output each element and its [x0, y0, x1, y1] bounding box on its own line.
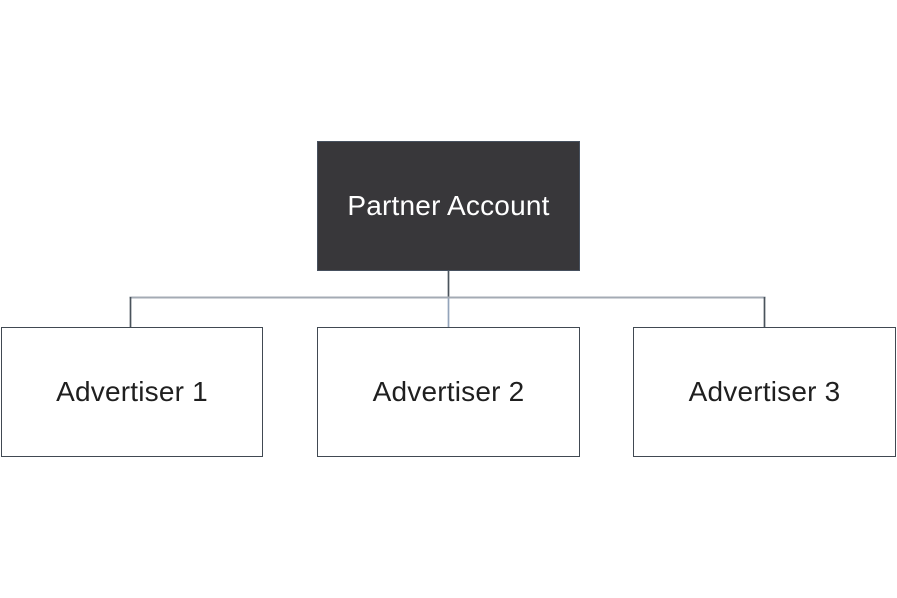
- node-advertiser-3-label: Advertiser 3: [688, 376, 841, 408]
- node-advertiser-2: Advertiser 2: [317, 327, 580, 457]
- node-advertiser-1-label: Advertiser 1: [56, 376, 208, 408]
- node-advertiser-3: Advertiser 3: [633, 327, 896, 457]
- node-partner-account-label: Partner Account: [347, 190, 550, 222]
- node-partner-account: Partner Account: [317, 141, 580, 271]
- node-advertiser-2-label: Advertiser 2: [372, 376, 525, 408]
- node-advertiser-1: Advertiser 1: [1, 327, 263, 457]
